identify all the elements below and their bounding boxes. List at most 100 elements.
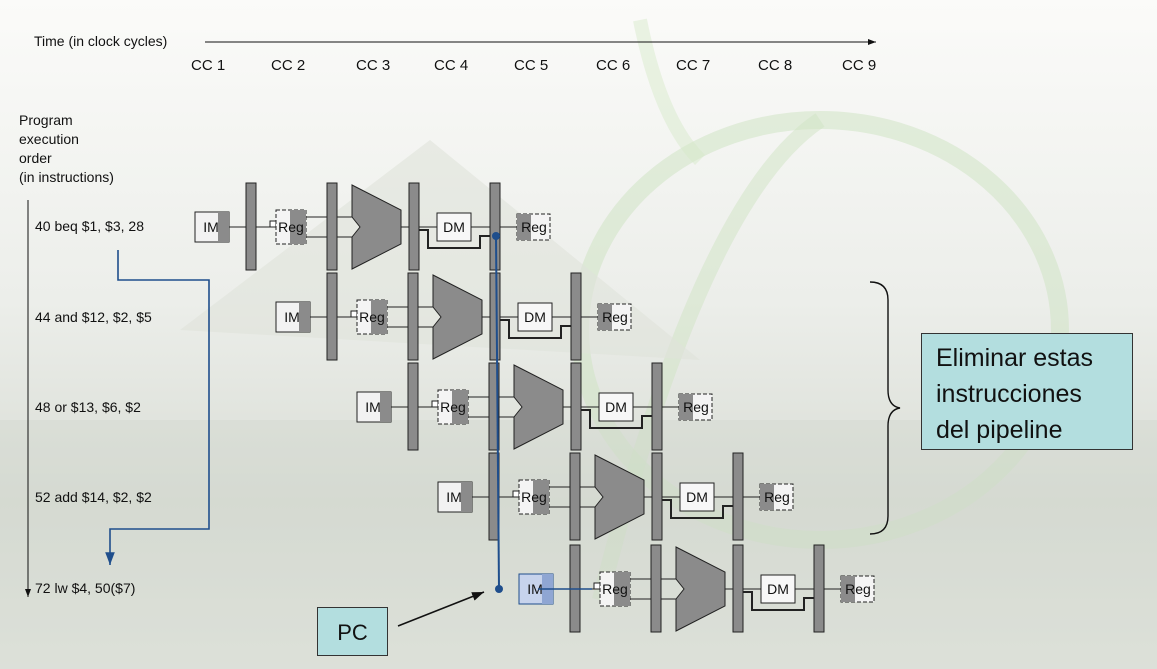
writeback-reg-shade bbox=[598, 304, 612, 330]
dm-bypass-line bbox=[581, 409, 652, 429]
pipeline-register bbox=[651, 362, 663, 451]
reg-shade bbox=[452, 390, 468, 424]
pipeline-register bbox=[650, 544, 662, 633]
reg-label: Reg bbox=[602, 581, 628, 597]
cc-label: CC 4 bbox=[434, 57, 469, 74]
cc-label: CC 8 bbox=[758, 57, 793, 74]
dm-label: DM bbox=[524, 309, 546, 325]
dm-bypass-line bbox=[500, 319, 571, 339]
pipeline-register bbox=[569, 452, 581, 541]
im-shade bbox=[380, 392, 391, 422]
reg-label: Reg bbox=[359, 309, 385, 325]
pipeline-register bbox=[732, 544, 744, 633]
time-axis-label: Time (in clock cycles) bbox=[34, 33, 168, 49]
alu-unit bbox=[594, 454, 645, 540]
im-shade bbox=[461, 482, 472, 512]
cc-label: CC 3 bbox=[356, 57, 391, 74]
instruction-label: 44 and $12, $2, $5 bbox=[35, 309, 152, 325]
reg-label: Reg bbox=[440, 399, 466, 415]
im-shade bbox=[218, 212, 229, 242]
writeback-reg-shade bbox=[841, 576, 855, 602]
reg-port bbox=[512, 490, 520, 498]
reg-shade bbox=[614, 572, 630, 606]
pipeline-register bbox=[651, 452, 663, 541]
callout-box: Eliminar estas instrucciones del pipelin… bbox=[921, 333, 1133, 450]
dm-label: DM bbox=[767, 581, 789, 597]
alu-unit bbox=[513, 364, 564, 450]
pipeline-register bbox=[813, 544, 825, 633]
dm-unit bbox=[679, 482, 715, 512]
reg-shade bbox=[290, 210, 306, 244]
branch-target-line bbox=[105, 250, 210, 565]
pipeline-register bbox=[489, 182, 501, 271]
program-order-label: Program execution order (in instructions… bbox=[19, 112, 114, 185]
cc-label: CC 5 bbox=[514, 57, 549, 74]
pipeline-row: IM Reg DM Reg bbox=[356, 362, 713, 451]
overlay bbox=[105, 232, 901, 627]
alu-unit bbox=[351, 184, 402, 270]
reg-port bbox=[350, 310, 358, 318]
writeback-reg-label: Reg bbox=[764, 489, 790, 505]
pipeline-register bbox=[407, 272, 419, 361]
reg-shade bbox=[533, 480, 549, 514]
writeback-reg-label: Reg bbox=[845, 581, 871, 597]
cc-label: CC 6 bbox=[596, 57, 631, 74]
im-label: IM bbox=[527, 581, 543, 597]
dm-unit bbox=[436, 212, 472, 242]
reg-label: Reg bbox=[521, 489, 547, 505]
dm-label: DM bbox=[605, 399, 627, 415]
pipeline-register bbox=[489, 272, 501, 361]
dm-label: DM bbox=[686, 489, 708, 505]
im-label: IM bbox=[365, 399, 381, 415]
dm-label: DM bbox=[443, 219, 465, 235]
cc-label: CC 7 bbox=[676, 57, 711, 74]
cc-label: CC 1 bbox=[191, 57, 226, 74]
instruction-label: 40 beq $1, $3, 28 bbox=[35, 218, 144, 234]
pc-line bbox=[495, 235, 500, 590]
dm-bypass-line bbox=[419, 229, 490, 249]
cc-label: CC 2 bbox=[271, 57, 306, 74]
pipeline-register bbox=[407, 362, 419, 451]
right-brace bbox=[869, 281, 901, 535]
pc-dot bbox=[492, 232, 500, 240]
dm-bypass-line bbox=[743, 591, 814, 611]
im-shade bbox=[299, 302, 310, 332]
writeback-reg-label: Reg bbox=[521, 219, 547, 235]
dm-unit bbox=[760, 574, 796, 604]
writeback-reg-shade bbox=[517, 214, 531, 240]
dm-unit bbox=[517, 302, 553, 332]
pipeline-register bbox=[408, 182, 420, 271]
instruction-label: 72 lw $4, 50($7) bbox=[35, 580, 136, 596]
pipeline-register bbox=[245, 182, 257, 271]
instruction-label: 52 add $14, $2, $2 bbox=[35, 489, 152, 505]
reg-shade bbox=[371, 300, 387, 334]
writeback-reg-label: Reg bbox=[683, 399, 709, 415]
writeback-reg-shade bbox=[760, 484, 774, 510]
alu-unit bbox=[432, 274, 483, 360]
dm-unit bbox=[598, 392, 634, 422]
alu-unit bbox=[675, 546, 726, 632]
dm-bypass-line bbox=[662, 499, 733, 519]
reg-port bbox=[593, 582, 601, 590]
pc-label-box: PC bbox=[317, 607, 388, 656]
reg-label: Reg bbox=[278, 219, 304, 235]
pc-dot bbox=[495, 585, 503, 593]
pipeline-register bbox=[326, 182, 338, 271]
pipeline-row: IM Reg DM Reg bbox=[275, 272, 632, 361]
pipeline-register bbox=[326, 272, 338, 361]
pc-arrow bbox=[397, 591, 485, 627]
pipeline-register bbox=[488, 362, 500, 451]
im-label: IM bbox=[284, 309, 300, 325]
pipeline-register bbox=[570, 272, 582, 361]
writeback-reg-label: Reg bbox=[602, 309, 628, 325]
instruction-label: 48 or $13, $6, $2 bbox=[35, 399, 141, 415]
writeback-reg-shade bbox=[679, 394, 693, 420]
reg-port bbox=[269, 220, 277, 228]
pipeline-register bbox=[570, 362, 582, 451]
cc-label: CC 9 bbox=[842, 57, 877, 74]
